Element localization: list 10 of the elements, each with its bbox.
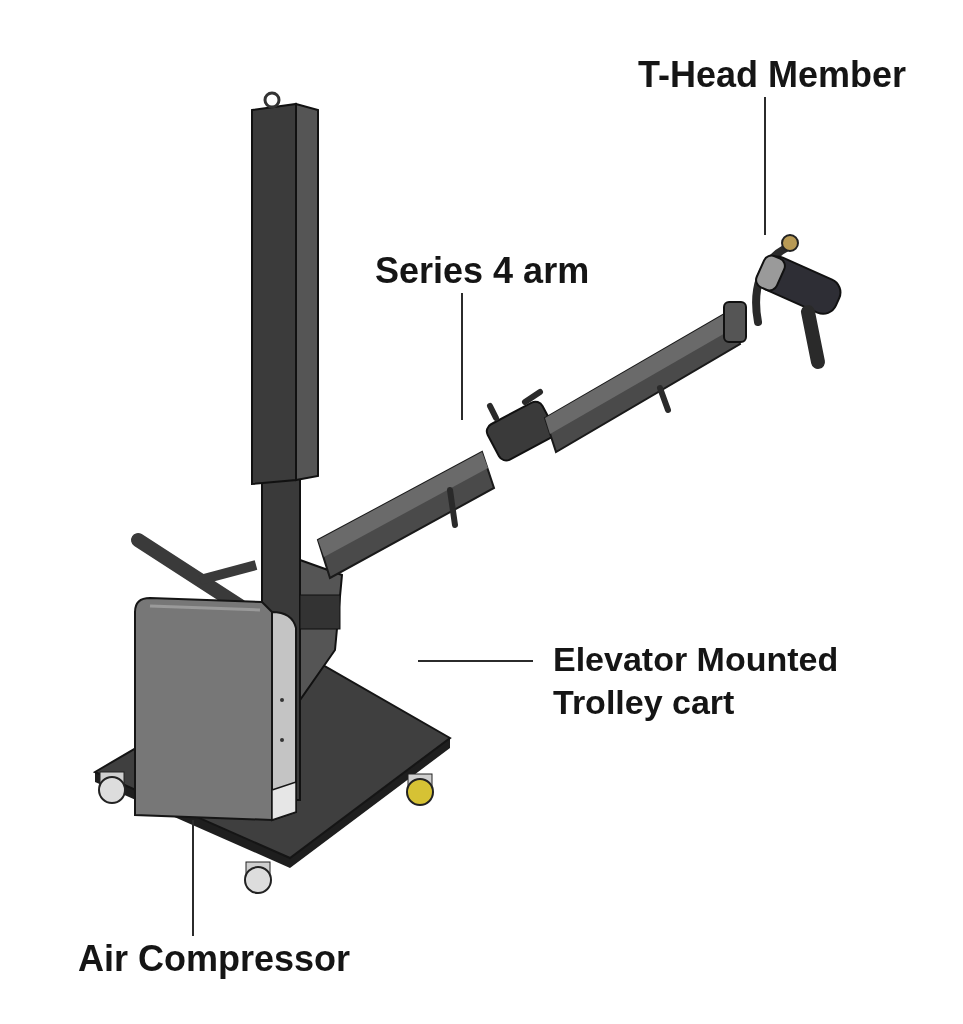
leader-line <box>461 292 463 421</box>
compressor-drawing <box>134 597 297 822</box>
leader-line <box>192 819 194 937</box>
arm-drawing <box>316 301 747 580</box>
callout-label: T-Head Member <box>638 52 907 97</box>
callout-label: Series 4 arm <box>375 248 590 293</box>
callout-label: Air Compressor <box>78 936 351 981</box>
leader-line <box>417 660 534 662</box>
leader-line <box>764 96 766 236</box>
callout-label: Elevator Mounted Trolley cart <box>553 638 893 723</box>
